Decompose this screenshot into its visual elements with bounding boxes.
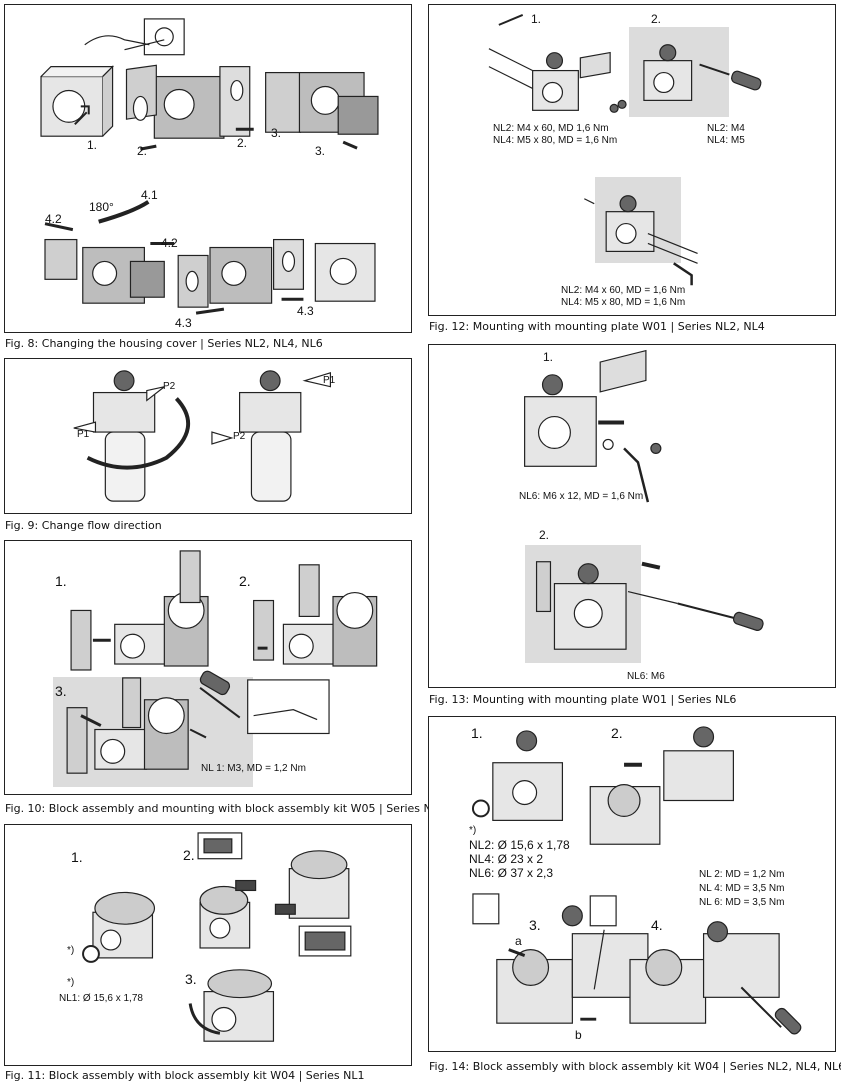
fig12-panel: 1. 2. NL2: M4 x 60, MD 1,6 Nm NL4: M5 x …	[428, 4, 836, 316]
fig13-caption: Fig. 13: Mounting with mounting plate W0…	[429, 693, 737, 706]
fig8-label-4-1: 4.1	[141, 188, 158, 202]
fig14-panel: 1. 2. 3. 4. *) NL2: Ø 15,6 x 1,78 NL4: Ø…	[428, 716, 836, 1052]
fig14-step-2: 2.	[611, 725, 623, 741]
fig12-caption: Fig. 12: Mounting with mounting plate W0…	[429, 320, 765, 333]
fig14-step-1: 1.	[471, 725, 483, 741]
fig13-step-2: 2.	[539, 528, 550, 542]
fig14-seal-nl6: NL6: Ø 37 x 2,3	[469, 866, 554, 880]
fig11-caption: Fig. 11: Block assembly with block assem…	[5, 1069, 365, 1082]
fig8-panel: 1. 2. 2. 3. 3. 180° 4.1 4.2 4.2 4.3 4.3	[4, 4, 412, 333]
fig8-caption: Fig. 8: Changing the housing cover | Ser…	[5, 337, 323, 350]
fig10-panel: 1. 2. 3. NL 1: M3, MD = 1,2 Nm	[4, 540, 412, 795]
fig12-spec-left-nl4: NL4: M5 x 80, MD = 1,6 Nm	[493, 135, 618, 146]
fig12-drawing	[488, 14, 762, 286]
fig14-caption: Fig. 14: Block assembly with block assem…	[429, 1060, 841, 1073]
fig14-torque-nl2: NL 2: MD = 1,2 Nm	[699, 869, 785, 880]
fig9-p2-left: P2	[163, 381, 176, 392]
fig13-spec-top: NL6: M6 x 12, MD = 1,6 Nm	[519, 491, 644, 502]
fig10-spec: NL 1: M3, MD = 1,2 Nm	[201, 763, 306, 774]
fig8-label-1: 1.	[87, 138, 98, 152]
fig14-seal-nl4: NL4: Ø 23 x 2	[469, 852, 544, 866]
fig10-step-1: 1.	[55, 573, 67, 589]
fig13-drawing	[524, 349, 764, 650]
fig12-spec-right-nl2: NL2: M4	[707, 123, 745, 134]
fig11-step-2: 2.	[183, 847, 195, 863]
fig8-label-4-2b: 4.2	[161, 236, 178, 250]
fig14-sub-b: b	[575, 1028, 582, 1042]
fig12-spec-right-nl4: NL4: M5	[707, 135, 745, 146]
fig8-label-2b: 2.	[237, 136, 248, 150]
fig8-label-4-3b: 4.3	[175, 316, 192, 330]
fig10-drawing	[66, 550, 378, 774]
fig14-torque-nl4: NL 4: MD = 3,5 Nm	[699, 883, 785, 894]
fig11-step-3: 3.	[185, 971, 197, 987]
fig9-p1-left: P1	[77, 429, 90, 440]
fig8-drawing	[40, 18, 379, 315]
fig11-drawing	[82, 832, 352, 1042]
fig8-label-3a: 3.	[271, 126, 282, 140]
fig8-label-2a: 2.	[137, 144, 148, 158]
fig10-caption: Fig. 10: Block assembly and mounting wit…	[5, 802, 445, 815]
fig11-spec: NL1: Ø 15,6 x 1,78	[59, 993, 143, 1004]
fig10-step-3: 3.	[55, 683, 67, 699]
fig9-p1-right: P1	[323, 375, 336, 386]
fig9-drawing	[73, 370, 332, 502]
fig14-torque-nl6: NL 6: MD = 3,5 Nm	[699, 897, 785, 908]
fig14-footnote-mark: *)	[469, 825, 477, 836]
fig8-label-4-3a: 4.3	[297, 304, 314, 318]
fig8-label-4-2a: 4.2	[45, 212, 62, 226]
fig14-step-4: 4.	[651, 917, 663, 933]
fig14-step-3: 3.	[529, 917, 541, 933]
fig12-spec-bottom-nl4: NL4: M5 x 80, MD = 1,6 Nm	[561, 297, 686, 308]
fig11-panel: 1. 2. 3. *) *) NL1: Ø 15,6 x 1,78	[4, 824, 412, 1066]
fig13-spec-bottom: NL6: M6	[627, 671, 665, 682]
fig11-step-1: 1.	[71, 849, 83, 865]
fig14-sub-a: a	[515, 934, 522, 948]
fig9-caption: Fig. 9: Change flow direction	[5, 519, 162, 532]
fig11-spec-mark: *)	[67, 977, 75, 988]
fig9-panel: P1 P2 P1 P2	[4, 358, 412, 514]
fig10-step-2: 2.	[239, 573, 251, 589]
fig14-drawing	[471, 726, 802, 1035]
fig13-step-1: 1.	[543, 350, 554, 364]
fig12-step-2: 2.	[651, 12, 662, 26]
fig12-spec-bottom-nl2: NL2: M4 x 60, MD = 1,6 Nm	[561, 285, 686, 296]
fig9-p2-right: P2	[233, 431, 246, 442]
fig12-step-1: 1.	[531, 12, 542, 26]
fig12-spec-left-nl2: NL2: M4 x 60, MD 1,6 Nm	[493, 123, 609, 134]
fig14-seal-nl2: NL2: Ø 15,6 x 1,78	[469, 838, 570, 852]
fig11-footnote-mark: *)	[67, 945, 75, 956]
fig8-label-180: 180°	[89, 200, 114, 214]
fig8-label-3b: 3.	[315, 144, 326, 158]
fig13-panel: 1. 2. NL6: M6 x 12, MD = 1,6 Nm NL6: M6	[428, 344, 836, 688]
